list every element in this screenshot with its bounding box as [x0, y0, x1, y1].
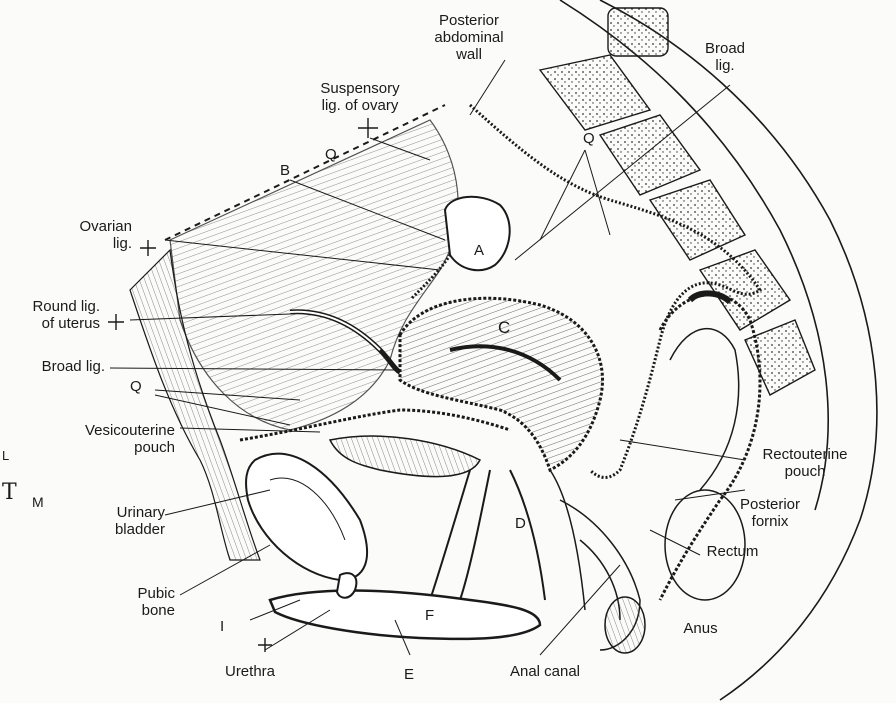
label-anal-canal: Anal canal: [490, 663, 600, 680]
letter-e: E: [404, 666, 414, 683]
label-pubic-bone: Pubic bone: [110, 585, 175, 619]
label-rectouterine-pouch: Rectouterine pouch: [740, 446, 870, 480]
letter-q-upper-left: Q: [325, 146, 337, 163]
label-urinary-bladder: Urinary bladder: [80, 504, 165, 538]
label-broad-lig: Broad lig.: [10, 358, 105, 375]
perineum: [270, 573, 540, 639]
label-posterior-fornix: Posterior fornix: [720, 496, 820, 530]
orientation-mark-t: T: [2, 480, 17, 505]
letter-c: C: [498, 318, 510, 338]
vagina: [430, 470, 585, 610]
label-round-lig-of-uterus: Round lig. of uterus: [0, 298, 100, 332]
letter-q-left: Q: [130, 378, 142, 395]
letter-d: D: [515, 515, 526, 532]
orientation-mark-l: L: [2, 448, 9, 463]
label-posterior-abdominal-wall: Posterior abdominal wall: [424, 12, 514, 63]
letter-f: F: [425, 607, 434, 624]
orientation-mark-m: M: [32, 494, 44, 510]
label-urethra: Urethra: [210, 663, 290, 680]
letter-a: A: [474, 242, 484, 259]
letter-q-top: Q: [583, 130, 595, 147]
letter-b: B: [280, 162, 290, 179]
letter-i: I: [220, 618, 224, 635]
label-ovarian-lig: Ovarian lig.: [60, 218, 132, 252]
urinary-bladder: [246, 436, 480, 580]
label-broad-lig-top: Broad lig.: [695, 40, 755, 74]
label-anus: Anus: [673, 620, 728, 637]
label-suspensory-lig-of-ovary: Suspensory lig. of ovary: [300, 80, 420, 114]
label-rectum: Rectum: [695, 543, 770, 560]
label-vesicouterine-pouch: Vesicouterine pouch: [30, 422, 175, 456]
